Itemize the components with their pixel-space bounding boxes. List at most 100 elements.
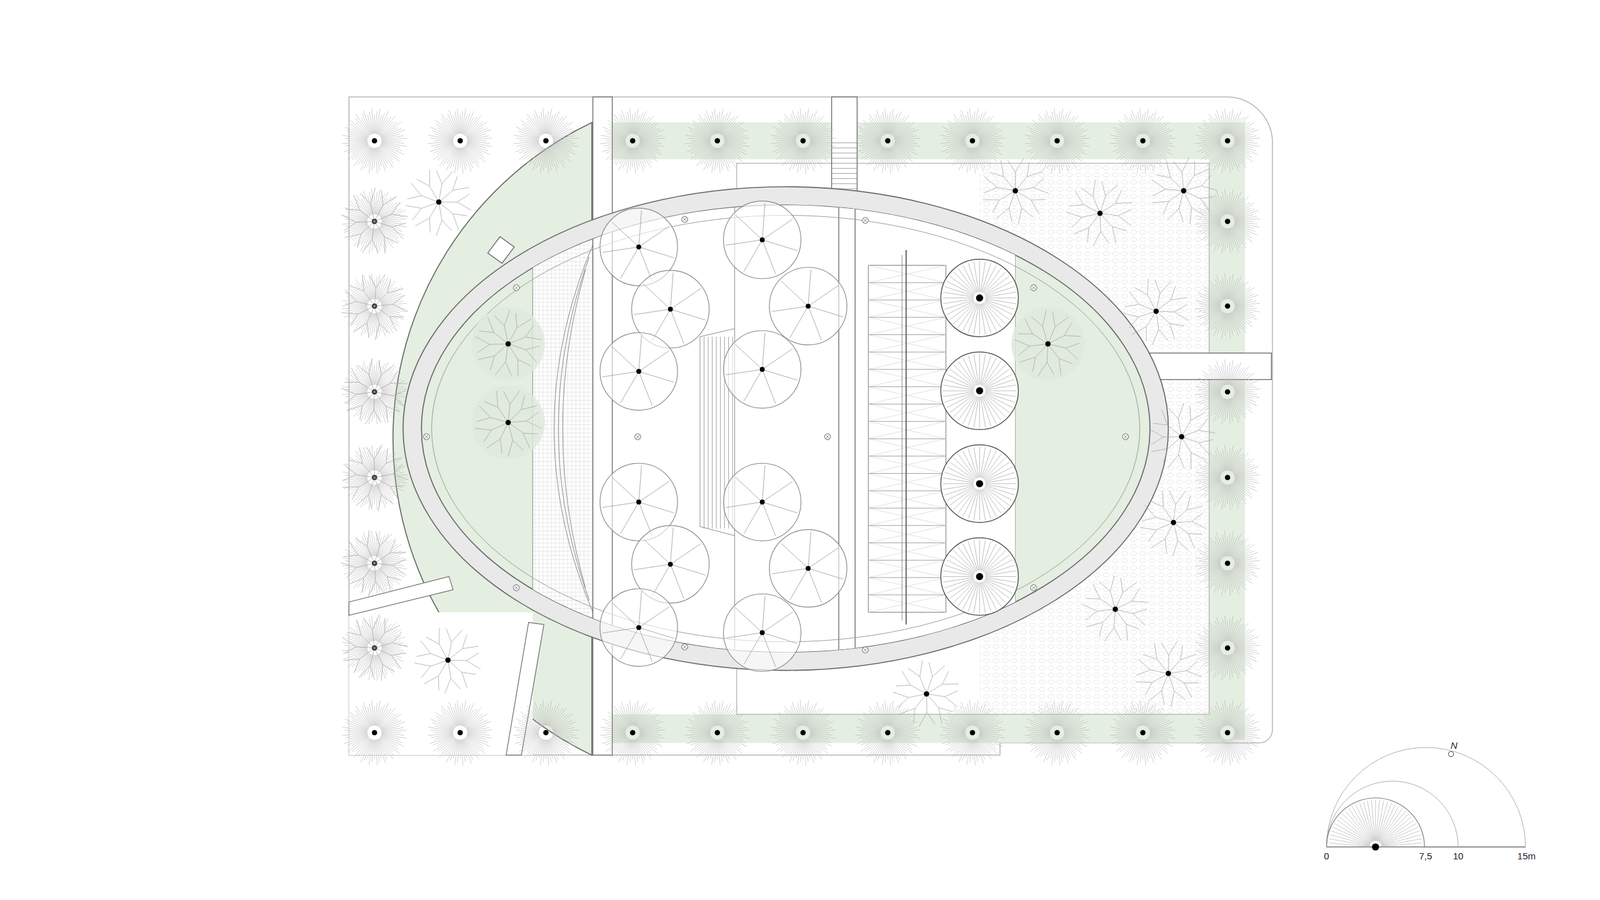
palm-frond [798,111,802,134]
palm-frond [549,146,560,164]
palm-frond [1234,216,1257,220]
palm-tree [600,108,665,174]
palm-frond [802,114,804,134]
palm-frond [381,221,405,224]
palm-frond [1150,732,1170,734]
palm-frond [640,732,660,734]
palm-frond [1228,228,1231,255]
palm-frond [1234,223,1256,232]
palm-frond [877,147,885,169]
tree-trunk [715,138,720,144]
palm-frond [719,739,725,759]
palm-frond [639,135,662,140]
palm-frond [1031,120,1052,137]
palm-frond [606,140,626,142]
site-boundary [348,96,1273,755]
palm-frond [979,143,1001,151]
palm-frond [1063,735,1085,743]
lamp [862,217,869,224]
tree-trunk [800,730,806,735]
palm-frond [380,145,400,162]
palm-frond [1228,740,1231,766]
palm-frond [520,142,539,148]
palm-frond [381,306,405,309]
palm-frond [345,141,368,146]
lamp-cross [1123,435,1129,440]
palm-frond [633,703,635,726]
palm-frond [341,141,368,144]
palm-frond [810,733,833,735]
palm-frond [461,739,465,762]
palm-frond [619,709,630,727]
palm-frond [1063,719,1080,730]
palm-frond [376,705,385,727]
palm-frond [1225,740,1227,763]
palm-frond [1145,147,1150,167]
palm-frond [970,740,972,763]
palm-frond [803,111,806,134]
pergola-beam [868,594,946,595]
palm-frond [793,147,801,169]
palm-frond [805,113,814,135]
palm-frond [720,147,729,172]
palm-frond [516,141,539,146]
lamp-cross [863,648,868,653]
stair-step [831,168,858,169]
palm-frond [979,138,1005,141]
palm-frond [467,138,494,141]
palm-frond [808,737,829,754]
palm-frond [551,145,571,162]
palm-frond [375,148,378,174]
palm-frond [371,740,374,763]
palm-frond [714,108,717,134]
palm-frond [1217,147,1225,169]
palm-frond [603,733,626,738]
palm-frond [433,140,454,142]
palm-frond [518,722,540,730]
palm-frond [1142,114,1144,134]
palm-frond [376,739,386,764]
lamp-ring [1122,433,1129,440]
palm-frond [943,733,965,738]
palm-frond [979,135,1002,140]
palm-frond [466,719,484,730]
palm-frond [721,115,739,135]
lamp-cross [635,435,640,440]
palm-frond [1061,115,1079,135]
palm-frond [1235,140,1255,142]
palm-frond [1228,313,1233,335]
palm-frond [965,706,971,726]
tree-trunk [1054,730,1060,735]
palm-frond [946,734,966,740]
palm-tree [341,108,407,174]
palm-frond [460,740,461,760]
stair-step [703,336,705,529]
palm-frond [973,739,978,762]
palm-frond [1051,703,1056,726]
palm-frond [461,739,467,759]
pergola-cross [868,456,946,474]
palm-frond [546,148,551,170]
palm-frond [465,145,485,162]
palm-frond [1117,734,1137,740]
palm-frond [802,740,804,760]
palm-frond [975,739,984,764]
palm-frond [460,148,464,174]
pergola-cross [868,508,946,526]
palm-frond [632,706,634,726]
tree-trunk [371,138,377,144]
palm-frond [718,739,723,762]
palm-frond [553,730,579,733]
tree-trunk [1054,138,1060,144]
lamp [681,216,689,223]
palm-frond [805,739,815,764]
palm-frond [632,740,634,760]
palm-frond [724,140,744,142]
tree-trunk [630,730,635,735]
palm-frond [435,120,455,137]
palm-frond [1228,739,1233,762]
pergola-beam [868,265,946,266]
palm-frond [1026,735,1050,744]
palm-frond [962,147,970,169]
palm-frond [940,733,966,736]
